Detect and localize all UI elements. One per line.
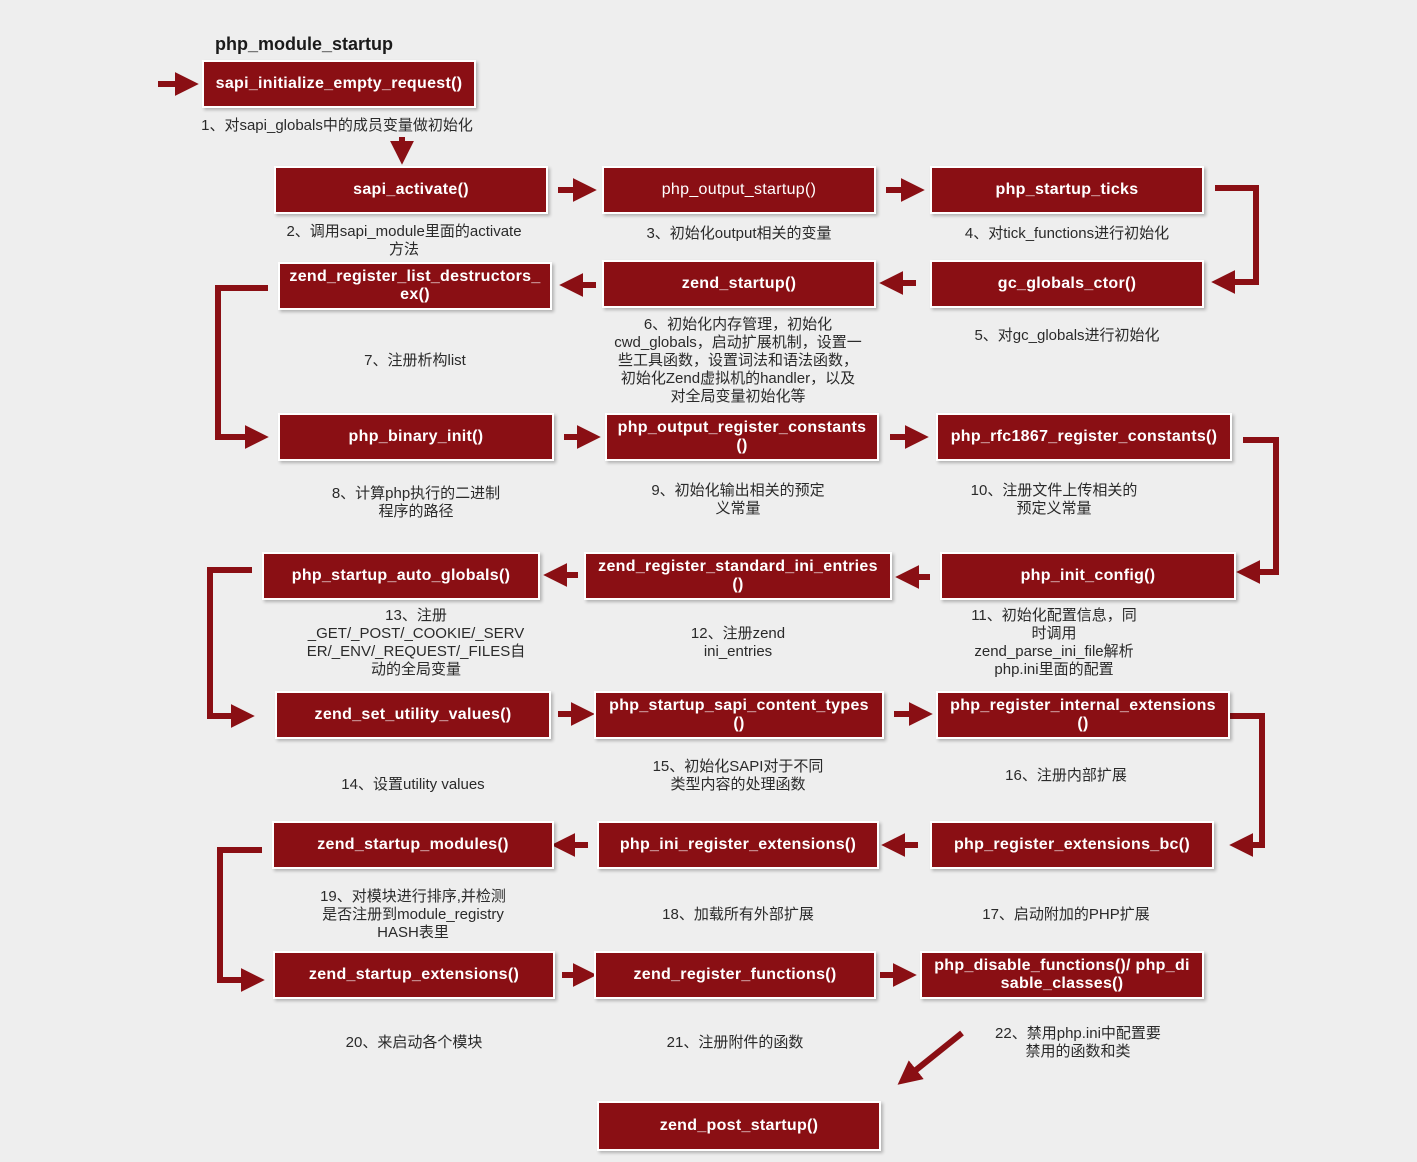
step-10-note: 10、注册文件上传相关的 预定义常量 [970,482,1138,517]
step-16-note: 16、注册内部扩展 [1005,767,1127,784]
arrow-10-11 [1236,437,1279,584]
step-23-box: zend_post_startup() [597,1101,881,1151]
step-15-box: php_startup_sapi_content_types() [594,691,884,739]
step-11-box: php_init_config() [940,552,1236,600]
step-12-note: 12、注册zend ini_entries [690,625,786,660]
arrow-22-23 [897,1030,964,1085]
step-11-note: 11、初始化配置信息，同 时调用 zend_parse_ini_file解析 p… [971,607,1137,678]
step-10-box: php_rfc1867_register_constants() [936,413,1232,461]
step-5-note: 5、对gc_globals进行初始化 [974,327,1160,344]
step-14-note: 14、设置utility values [341,776,485,793]
step-8-box: php_binary_init() [278,413,554,461]
arrow-16-17 [1229,713,1265,857]
step-9-note: 9、初始化输出相关的预定 义常量 [651,482,825,517]
step-19-note: 19、对模块进行排序,并检测 是否注册到module_registry HASH… [320,888,506,941]
step-15-note: 15、初始化SAPI对于不同 类型内容的处理函数 [652,758,824,793]
step-4-note: 4、对tick_functions进行初始化 [964,225,1170,242]
step-18-box: php_ini_register_extensions() [597,821,879,869]
step-13-box: php_startup_auto_globals() [262,552,540,600]
step-3-note: 3、初始化output相关的变量 [646,225,832,242]
step-7-box: zend_register_list_destructors_ex() [278,262,552,310]
diagram-title: php_module_startup [215,34,394,54]
step-12-box: zend_register_standard_ini_entries() [584,552,892,600]
step-6-box: zend_startup() [602,260,876,308]
step-9-box: php_output_register_constants() [605,413,879,461]
step-17-note: 17、启动附加的PHP扩展 [982,906,1150,923]
step-3-box: php_output_startup() [602,166,876,214]
step-13-note: 13、注册 _GET/_POST/_COOKIE/_SERV ER/_ENV/_… [306,607,526,678]
step-14-box: zend_set_utility_values() [275,691,551,739]
step-20-note: 20、来启动各个模块 [345,1034,483,1051]
arrow-13-14 [207,567,255,728]
step-7-note: 7、注册析构list [364,352,466,369]
step-16-box: php_register_internal_extensions() [936,691,1230,739]
step-4-box: php_startup_ticks [930,166,1204,214]
arrow-4-5 [1211,185,1259,294]
step-8-note: 8、计算php执行的二进制 程序的路径 [331,485,501,520]
step-20-box: zend_startup_extensions() [273,951,555,999]
step-2-note: 2、调用sapi_module里面的activate 方法 [286,223,522,258]
arrow-7-8 [215,285,269,449]
step-6-note: 6、初始化内存管理，初始化 cwd_globals，启动扩展机制，设置一 些工具… [614,316,862,405]
arrow-19-20 [217,847,265,992]
step-22-note: 22、禁用php.ini中配置要 禁用的函数和类 [995,1025,1161,1060]
step-21-box: zend_register_functions() [594,951,876,999]
step-1-box: sapi_initialize_empty_request() [202,60,476,108]
step-1-note: 1、对sapi_globals中的成员变量做初始化 [201,117,473,134]
step-17-box: php_register_extensions_bc() [930,821,1214,869]
step-5-box: gc_globals_ctor() [930,260,1204,308]
step-19-box: zend_startup_modules() [272,821,554,869]
step-2-box: sapi_activate() [274,166,548,214]
step-21-note: 21、注册附件的函数 [666,1034,804,1051]
step-22-box: php_disable_functions()/ php_disable_cla… [920,951,1204,999]
step-18-note: 18、加载所有外部扩展 [662,906,814,923]
